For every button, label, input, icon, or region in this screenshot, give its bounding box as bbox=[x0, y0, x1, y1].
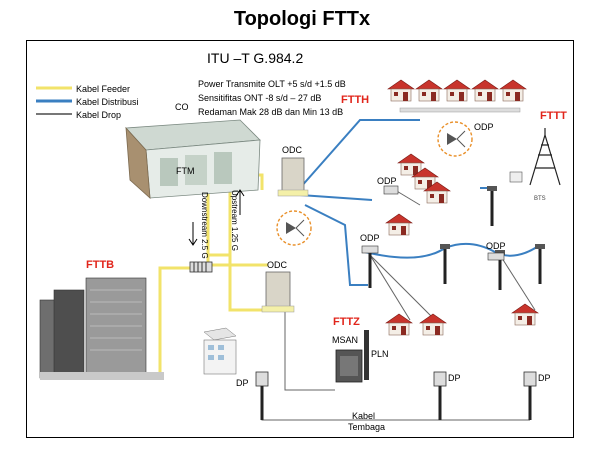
odp-house-label: ODP bbox=[377, 176, 397, 186]
ftth-houses bbox=[387, 79, 527, 113]
legend: Kabel Feeder Kabel Distribusi Kabel Drop bbox=[36, 84, 139, 120]
downstream-label: Downstream 2.5 G bbox=[200, 192, 209, 259]
ftth-label: FTTH bbox=[341, 94, 369, 106]
pole-far-right bbox=[535, 244, 545, 284]
bts-tower bbox=[509, 128, 561, 186]
odp-pole-right-label: ODP bbox=[486, 241, 506, 251]
apartment-block bbox=[203, 327, 237, 375]
spec-sensitivity: Sensitifitas ONT -8 s/d – 27 dB bbox=[198, 93, 321, 103]
distribution-to-fttz bbox=[304, 204, 368, 286]
odc-top-label: ODC bbox=[282, 145, 303, 155]
downstream-arrow bbox=[188, 222, 198, 246]
fttb-label: FTTB bbox=[86, 259, 114, 271]
distribution-to-odp-house bbox=[299, 194, 373, 201]
odp-pole-left-box bbox=[361, 245, 379, 254]
drop-house-3 bbox=[499, 254, 536, 311]
drop-odp-house bbox=[394, 189, 421, 206]
copper-cable-label-line1: Kabel bbox=[352, 411, 375, 421]
splitter-box bbox=[189, 261, 213, 273]
fttt-pole bbox=[487, 186, 497, 226]
copper-cable-label-line2: Tembaga bbox=[348, 422, 385, 432]
distribution-to-ftth bbox=[299, 119, 420, 189]
odp-pole-right-box bbox=[487, 252, 505, 261]
distribution-cables bbox=[299, 119, 541, 286]
dp-mid-box bbox=[433, 371, 447, 421]
upstream-label: Upstream 1.25 G bbox=[230, 190, 239, 251]
dp-left-box bbox=[255, 371, 269, 421]
drop-house-2 bbox=[369, 254, 441, 326]
fttb-buildings bbox=[39, 277, 164, 380]
feeder-to-fttb bbox=[158, 266, 180, 380]
odc-bottom-cabinet bbox=[261, 271, 295, 313]
dp-left-label: DP bbox=[236, 378, 249, 388]
dp-right-label: DP bbox=[538, 373, 551, 383]
drop-house-1 bbox=[369, 254, 411, 321]
aerial-cable bbox=[364, 242, 541, 259]
feeder-to-odc-bottom bbox=[228, 255, 268, 312]
house-cluster bbox=[385, 153, 451, 236]
standard-label: ITU –T G.984.2 bbox=[207, 50, 303, 66]
copper-cable bbox=[261, 390, 530, 421]
ftm-label: FTM bbox=[176, 166, 195, 176]
msan-cabinet bbox=[335, 349, 363, 383]
co-label: CO bbox=[175, 102, 189, 112]
msan-label: MSAN bbox=[332, 335, 358, 345]
odp-right-label: ODP bbox=[474, 122, 494, 132]
upstream-arrow bbox=[235, 189, 245, 215]
bts-label: BTS bbox=[534, 196, 546, 202]
fttz-label: FTTZ bbox=[333, 316, 360, 328]
splitter-circle-right bbox=[437, 121, 473, 157]
pln-label: PLN bbox=[371, 349, 389, 359]
spec-power: Power Transmite OLT +5 s/d +1.5 dB bbox=[198, 79, 346, 89]
dp-mid-label: DP bbox=[448, 373, 461, 383]
legend-drop-label: Kabel Drop bbox=[76, 110, 121, 120]
diagram-frame bbox=[26, 40, 574, 438]
odp-pole-left-label: ODP bbox=[360, 233, 380, 243]
fttt-label: FTTT bbox=[540, 110, 567, 122]
dp-right-box bbox=[523, 371, 537, 421]
odc-top-cabinet bbox=[277, 157, 309, 197]
odp-house-box bbox=[383, 185, 399, 195]
pln-pole bbox=[364, 330, 369, 380]
legend-distribution-label: Kabel Distribusi bbox=[76, 97, 139, 107]
central-office-building bbox=[125, 119, 261, 199]
diagram-title: Topologi FTTx bbox=[233, 8, 371, 30]
spec-loss: Redaman Mak 28 dB dan Min 13 dB bbox=[198, 107, 343, 117]
drop-to-msan bbox=[284, 310, 335, 391]
legend-feeder-label: Kabel Feeder bbox=[76, 84, 130, 94]
splitter-circle-left bbox=[276, 210, 312, 246]
lower-houses bbox=[385, 303, 539, 336]
odc-bottom-label: ODC bbox=[267, 260, 288, 270]
